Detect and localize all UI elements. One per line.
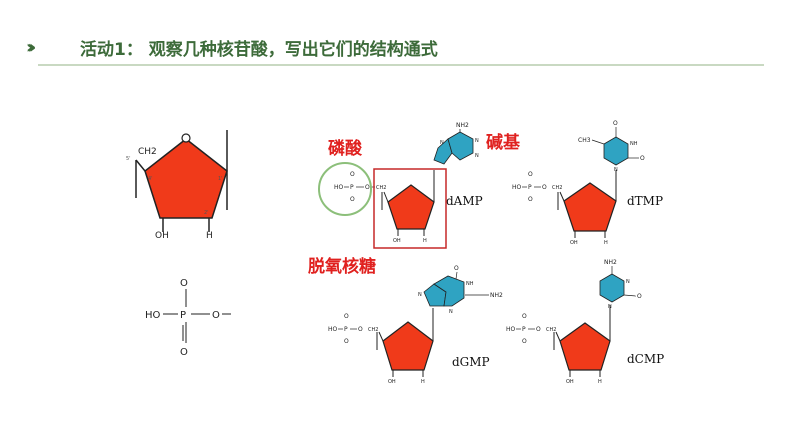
svg-text:O: O bbox=[536, 326, 541, 333]
svg-text:O: O bbox=[640, 155, 645, 162]
dcmp-base bbox=[599, 273, 625, 303]
svg-text:N: N bbox=[626, 279, 630, 285]
svg-text:N: N bbox=[475, 153, 479, 159]
svg-text:NH: NH bbox=[630, 141, 638, 147]
large-pentagon bbox=[144, 138, 228, 219]
phosphate-label: 磷酸 bbox=[328, 139, 362, 159]
svg-text:N: N bbox=[418, 292, 422, 298]
svg-text:CH2: CH2 bbox=[368, 327, 378, 333]
phosphate-o-right: O bbox=[212, 310, 220, 321]
h-label: H bbox=[206, 231, 213, 241]
svg-text:H: H bbox=[604, 240, 608, 246]
svg-text:OH: OH bbox=[393, 238, 401, 244]
svg-text:O: O bbox=[637, 293, 642, 300]
svg-text:CH2: CH2 bbox=[546, 327, 556, 333]
svg-text:P: P bbox=[350, 184, 354, 191]
svg-text:O: O bbox=[344, 338, 349, 345]
dtmp-pentagon bbox=[563, 182, 617, 232]
svg-text:O: O bbox=[522, 338, 527, 345]
svg-text:HO: HO bbox=[328, 326, 338, 333]
svg-text:CH2: CH2 bbox=[376, 185, 386, 191]
svg-text:O: O bbox=[522, 313, 527, 320]
nucleotide-damp: NH2 N N N dAMP HO P O O O CH2 OH H bbox=[334, 122, 483, 244]
base-label: 碱基 bbox=[486, 133, 520, 153]
phosphate-ho: HO bbox=[145, 310, 161, 321]
svg-text:O: O bbox=[528, 171, 533, 178]
phosphate-p: P bbox=[180, 310, 186, 321]
dtmp-label: dTMP bbox=[627, 194, 663, 208]
page-title: 活动1： 观察几种核苷酸，写出它们的结构通式 bbox=[80, 40, 438, 60]
svg-text:N: N bbox=[440, 140, 444, 146]
svg-text:OH: OH bbox=[570, 240, 578, 246]
svg-text:OH: OH bbox=[566, 379, 574, 385]
svg-text:N: N bbox=[475, 138, 479, 144]
svg-text:O: O bbox=[350, 196, 355, 203]
damp-pentagon bbox=[387, 184, 435, 230]
svg-text:O: O bbox=[542, 184, 547, 191]
nucleotide-dcmp: NH2 O N N dCMP HO P O O O CH2 OH H bbox=[506, 259, 664, 385]
svg-text:OH: OH bbox=[388, 379, 396, 385]
dcmp-pentagon bbox=[559, 322, 611, 371]
svg-text:HO: HO bbox=[506, 326, 516, 333]
ch2-label: CH2 bbox=[138, 147, 157, 157]
header: ››› 活动1： 观察几种核苷酸，写出它们的结构通式 bbox=[0, 0, 794, 70]
nucleotide-dgmp: O NH NH2 N N dGMP HO P O O O CH2 OH H bbox=[328, 265, 503, 385]
svg-text:O: O bbox=[350, 171, 355, 178]
phosphate-o-top: O bbox=[180, 278, 188, 289]
svg-text:O: O bbox=[344, 313, 349, 320]
svg-text:O: O bbox=[528, 196, 533, 203]
svg-text:NH: NH bbox=[466, 281, 474, 287]
pos-2-label: 2' bbox=[204, 210, 209, 216]
large-deoxyribose: CH2 5' 4' 1' 2' OH H bbox=[126, 130, 228, 241]
dtmp-base bbox=[603, 136, 629, 166]
sugar-highlight-box bbox=[373, 168, 447, 249]
svg-text:CH2: CH2 bbox=[552, 185, 562, 191]
svg-text:P: P bbox=[528, 184, 532, 191]
svg-text:HO: HO bbox=[334, 184, 344, 191]
svg-text:NH2: NH2 bbox=[604, 259, 617, 266]
dcmp-label: dCMP bbox=[627, 352, 664, 366]
sugar-label: 脱氧核糖 bbox=[308, 257, 376, 277]
svg-text:N: N bbox=[608, 304, 612, 310]
dgmp-pentagon bbox=[382, 321, 434, 371]
svg-text:N: N bbox=[614, 167, 618, 173]
svg-text:O: O bbox=[365, 184, 370, 191]
svg-text:H: H bbox=[421, 379, 425, 385]
svg-text:H: H bbox=[598, 379, 602, 385]
dgmp-label: dGMP bbox=[452, 355, 490, 369]
svg-text:O: O bbox=[613, 120, 618, 127]
nucleotide-dtmp: CH3 O NH O N dTMP HO P O O O CH2 OH H bbox=[512, 120, 663, 246]
svg-text:O: O bbox=[454, 265, 459, 272]
svg-text:HO: HO bbox=[512, 184, 522, 191]
damp-label: dAMP bbox=[446, 194, 483, 208]
damp-base bbox=[433, 138, 453, 165]
svg-text:CH3: CH3 bbox=[578, 137, 591, 144]
header-divider bbox=[38, 64, 764, 66]
phosphate-highlight-circle bbox=[318, 162, 372, 216]
pos-1-label: 1' bbox=[218, 176, 223, 182]
svg-text:O: O bbox=[358, 326, 363, 333]
svg-text:P: P bbox=[522, 326, 526, 333]
svg-text:NH2: NH2 bbox=[490, 292, 503, 299]
svg-text:N: N bbox=[449, 309, 453, 315]
pos-5-label: 5' bbox=[126, 156, 131, 162]
oh-label: OH bbox=[155, 231, 169, 241]
svg-text:H: H bbox=[423, 238, 427, 244]
damp-nh2: NH2 bbox=[456, 122, 469, 129]
large-phosphate: O P O HO O bbox=[145, 278, 231, 358]
pos-4-label: 4' bbox=[148, 176, 153, 182]
phosphate-o-bottom: O bbox=[180, 347, 188, 358]
svg-text:P: P bbox=[344, 326, 348, 333]
